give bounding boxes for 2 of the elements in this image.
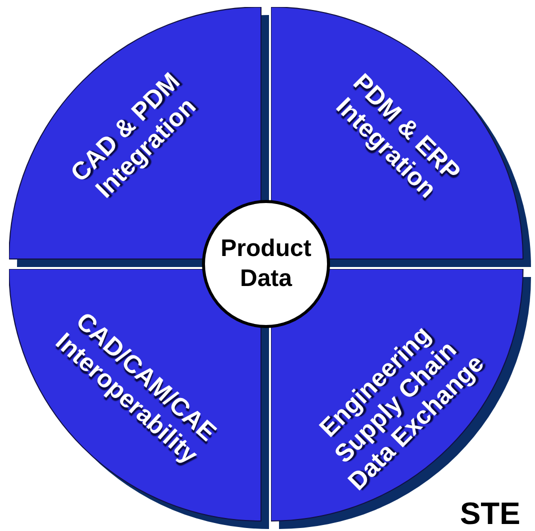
center-label: Product Data	[220, 234, 312, 294]
corner-text: STE	[460, 497, 520, 531]
